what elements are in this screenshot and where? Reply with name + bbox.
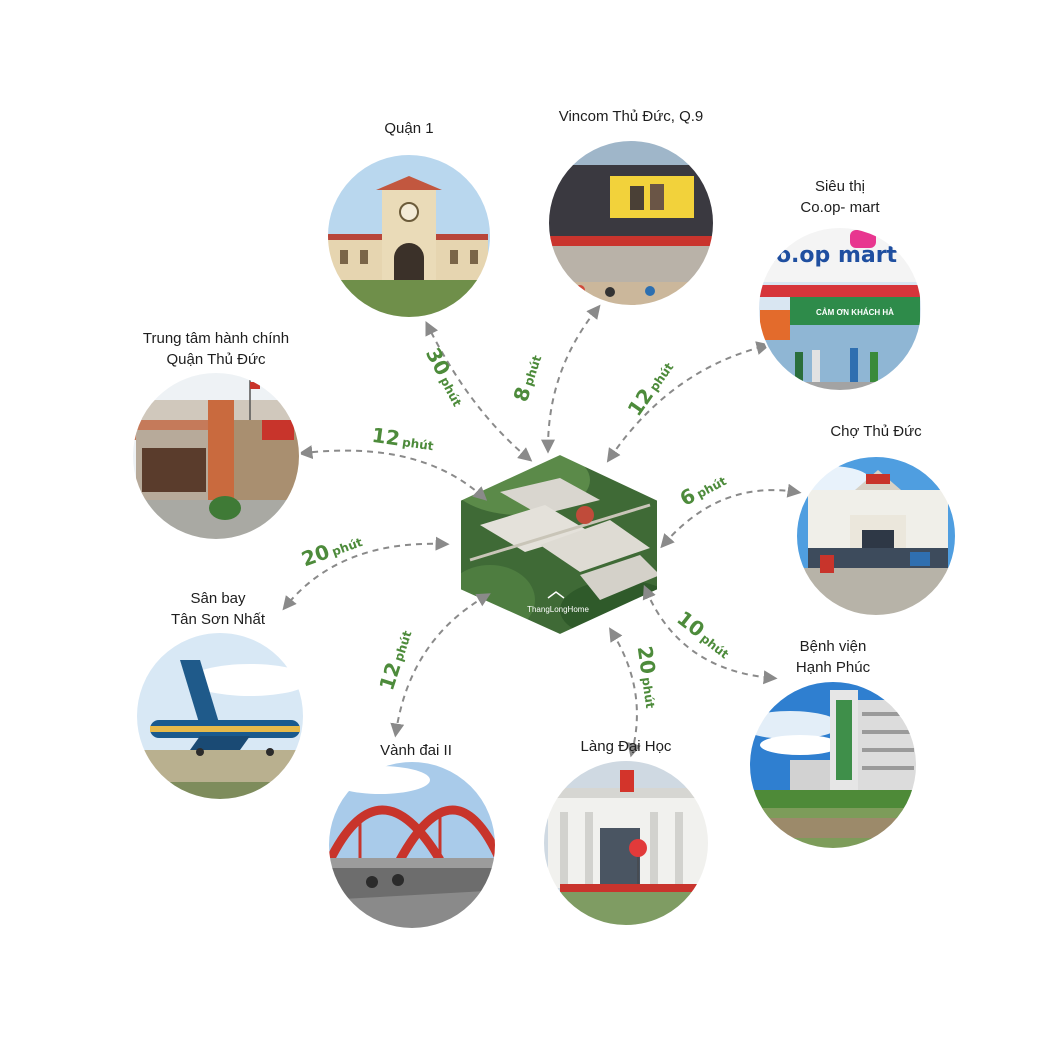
coopmart-banner: CẢM ƠN KHÁCH HÀ xyxy=(816,308,894,317)
coopmart-sign: co.op mart xyxy=(763,243,898,268)
photo-vincom[interactable] xyxy=(540,135,720,317)
caption-benh-vien-line2: Hạnh Phúc xyxy=(796,659,871,676)
caption-vanh-dai: Vành đai II xyxy=(380,742,452,759)
time-vincom: 8phút xyxy=(508,351,546,405)
time-quan1: 30phút xyxy=(421,344,472,410)
arrow-trung-tam xyxy=(298,445,488,501)
caption-cho-thu-duc: Chợ Thủ Đức xyxy=(830,423,922,440)
caption-coopmart-line2: Co.op- mart xyxy=(800,199,880,216)
photo-coopmart[interactable]: co.op mart CẢM ƠN KHÁCH HÀ xyxy=(750,220,930,402)
time-lang-dai-hoc: 20phút xyxy=(633,645,665,710)
time-vanh-dai: 12phút xyxy=(374,626,416,693)
arrow-benh-vien xyxy=(642,584,778,685)
arrow-san-bay xyxy=(282,536,450,611)
townhouse-block xyxy=(500,478,600,515)
arrow-lang-dai-hoc xyxy=(609,627,641,758)
arrow-quan1 xyxy=(425,320,533,462)
caption-trung-tam-line2: Quận Thủ Đức xyxy=(167,351,266,368)
caption-trung-tam-line1: Trung tâm hành chính xyxy=(143,330,289,347)
time-san-bay: 20phút xyxy=(298,527,365,571)
caption-lang-dai-hoc: Làng Đại Học xyxy=(581,738,672,755)
townhouse-block xyxy=(580,555,658,600)
townhouse-block xyxy=(540,520,650,572)
photo-benh-vien[interactable] xyxy=(740,680,925,863)
time-trung-tam: 12phút xyxy=(370,423,435,455)
photo-trung-tam[interactable] xyxy=(126,368,314,548)
time-coopmart: 12phút xyxy=(623,355,679,420)
time-cho-thu-duc: 6phút xyxy=(676,467,730,511)
connection-arrows xyxy=(282,304,802,758)
project-logo: ThangLongHome xyxy=(527,591,589,614)
caption-coopmart-line1: Siêu thị xyxy=(815,178,865,195)
caption-quan1: Quận 1 xyxy=(384,120,433,137)
photo-cho-thu-duc[interactable] xyxy=(790,450,965,628)
caption-vincom: Vincom Thủ Đức, Q.9 xyxy=(559,108,704,125)
arrow-vanh-dai xyxy=(390,593,491,738)
arrow-coopmart xyxy=(606,341,771,463)
photo-lang-dai-hoc[interactable] xyxy=(540,758,715,937)
photo-san-bay[interactable] xyxy=(130,628,310,812)
photo-vanh-dai[interactable] xyxy=(325,758,505,938)
caption-benh-vien-line1: Bệnh viện xyxy=(800,638,867,655)
project-hexagon[interactable]: ThangLongHome xyxy=(445,445,680,640)
photo-quan1[interactable] xyxy=(320,150,500,330)
time-benh-vien: 10phút xyxy=(672,606,736,663)
arrow-vincom xyxy=(541,304,601,454)
destination-captions: Quận 1 Vincom Thủ Đức, Q.9 Siêu thị Co.o… xyxy=(143,108,922,759)
svg-text:ThangLongHome: ThangLongHome xyxy=(527,605,589,614)
caption-san-bay-line1: Sân bay xyxy=(190,590,246,607)
caption-san-bay-line2: Tân Sơn Nhất xyxy=(171,611,266,628)
